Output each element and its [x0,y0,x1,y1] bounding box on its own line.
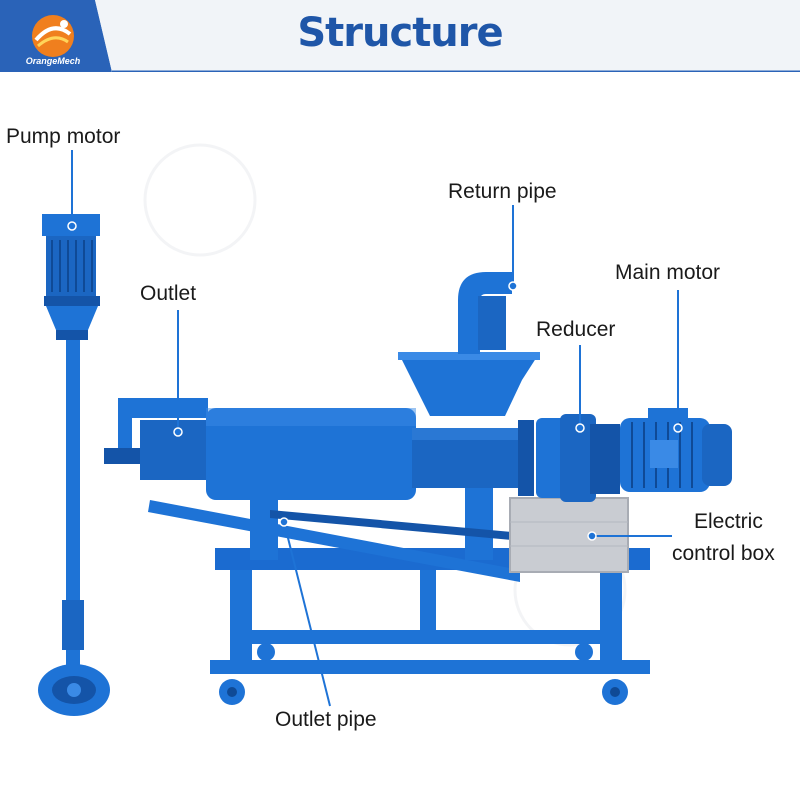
label-main-motor: Main motor [615,261,720,285]
label-outlet: Outlet [140,282,196,306]
label-return-pipe: Return pipe [448,180,557,204]
main-motor [620,408,732,492]
label-reducer: Reducer [536,318,615,342]
hopper-and-return-pipe [398,272,540,416]
label-electric-control-box-line2: control box [672,542,775,566]
label-outlet-pipe: Outlet pipe [275,708,377,732]
label-electric-control-box-line1: Electric [694,510,763,534]
pump-unit [38,214,110,716]
label-pump-motor: Pump motor [6,125,120,149]
